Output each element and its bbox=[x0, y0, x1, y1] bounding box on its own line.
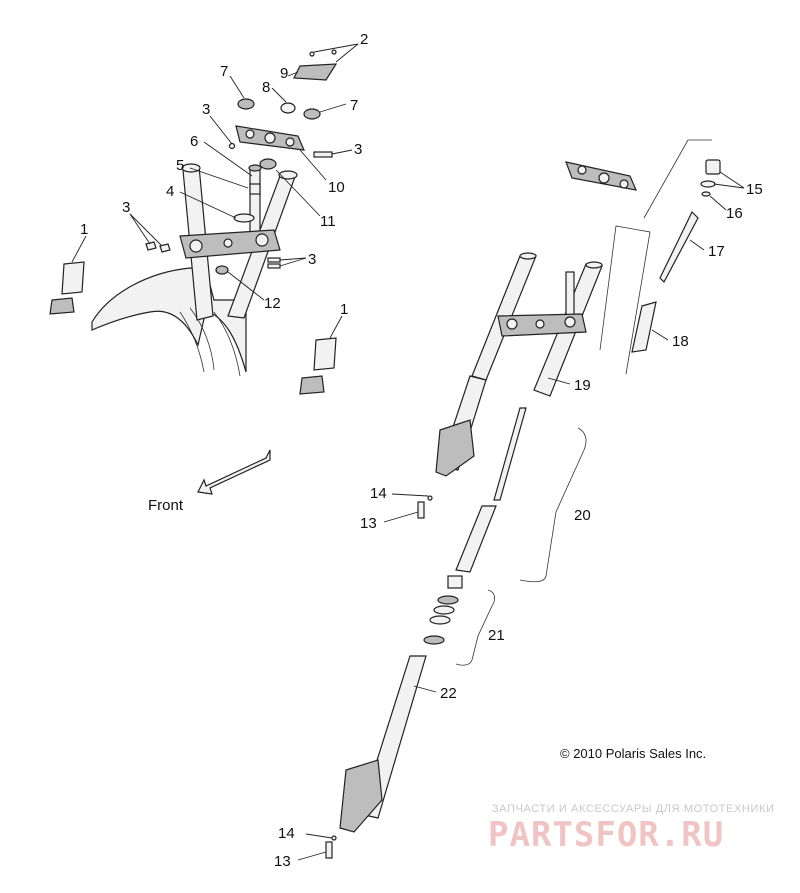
leader-lines bbox=[71, 43, 745, 861]
callout-13a: 13 bbox=[360, 515, 377, 532]
callout-17: 17 bbox=[708, 243, 725, 260]
callout-2: 2 bbox=[360, 31, 368, 48]
callout-21: 21 bbox=[488, 627, 505, 644]
callout-12: 12 bbox=[264, 295, 281, 312]
callout-14b: 14 bbox=[278, 825, 295, 842]
callout-10: 10 bbox=[328, 179, 345, 196]
callout-3a: 3 bbox=[202, 101, 210, 118]
callout-4: 4 bbox=[166, 183, 174, 200]
callout-16: 16 bbox=[726, 205, 743, 222]
callout-18: 18 bbox=[672, 333, 689, 350]
callout-11: 11 bbox=[320, 213, 336, 230]
callout-14a: 14 bbox=[370, 485, 387, 502]
callout-15: 15 bbox=[746, 181, 763, 198]
callout-13b: 13 bbox=[274, 853, 291, 870]
callout-9: 9 bbox=[280, 65, 288, 82]
callout-19: 19 bbox=[574, 377, 591, 394]
callout-3b: 3 bbox=[122, 199, 130, 216]
copyright-notice: © 2010 Polaris Sales Inc. bbox=[560, 746, 706, 761]
callout-3c: 3 bbox=[308, 251, 316, 268]
callouts: 1 1 2 3 3 3 3 4 5 6 7 7 8 9 10 11 12 13 … bbox=[80, 31, 763, 870]
front-end-assembly bbox=[49, 49, 338, 495]
watermark-logo: PARTSFOR.RU bbox=[488, 815, 724, 855]
watermark-tagline: ЗАПЧАСТИ И АКСЕССУАРЫ ДЛЯ МОТОТЕХНИКИ bbox=[492, 803, 774, 815]
callout-20: 20 bbox=[574, 507, 591, 524]
front-direction-label: Front bbox=[148, 497, 184, 514]
callout-7a: 7 bbox=[220, 63, 228, 80]
callout-8: 8 bbox=[262, 79, 270, 96]
callout-6: 6 bbox=[190, 133, 198, 150]
callout-1b: 1 bbox=[340, 301, 348, 318]
callout-22: 22 bbox=[440, 685, 457, 702]
exploded-fork-assembly bbox=[325, 139, 721, 859]
callout-1a: 1 bbox=[80, 221, 88, 238]
callout-7b: 7 bbox=[350, 97, 358, 114]
callout-3d: 3 bbox=[354, 141, 362, 158]
watermark: ЗАПЧАСТИ И АКСЕССУАРЫ ДЛЯ МОТОТЕХНИКИ PA… bbox=[488, 803, 774, 855]
callout-5: 5 bbox=[176, 157, 184, 174]
